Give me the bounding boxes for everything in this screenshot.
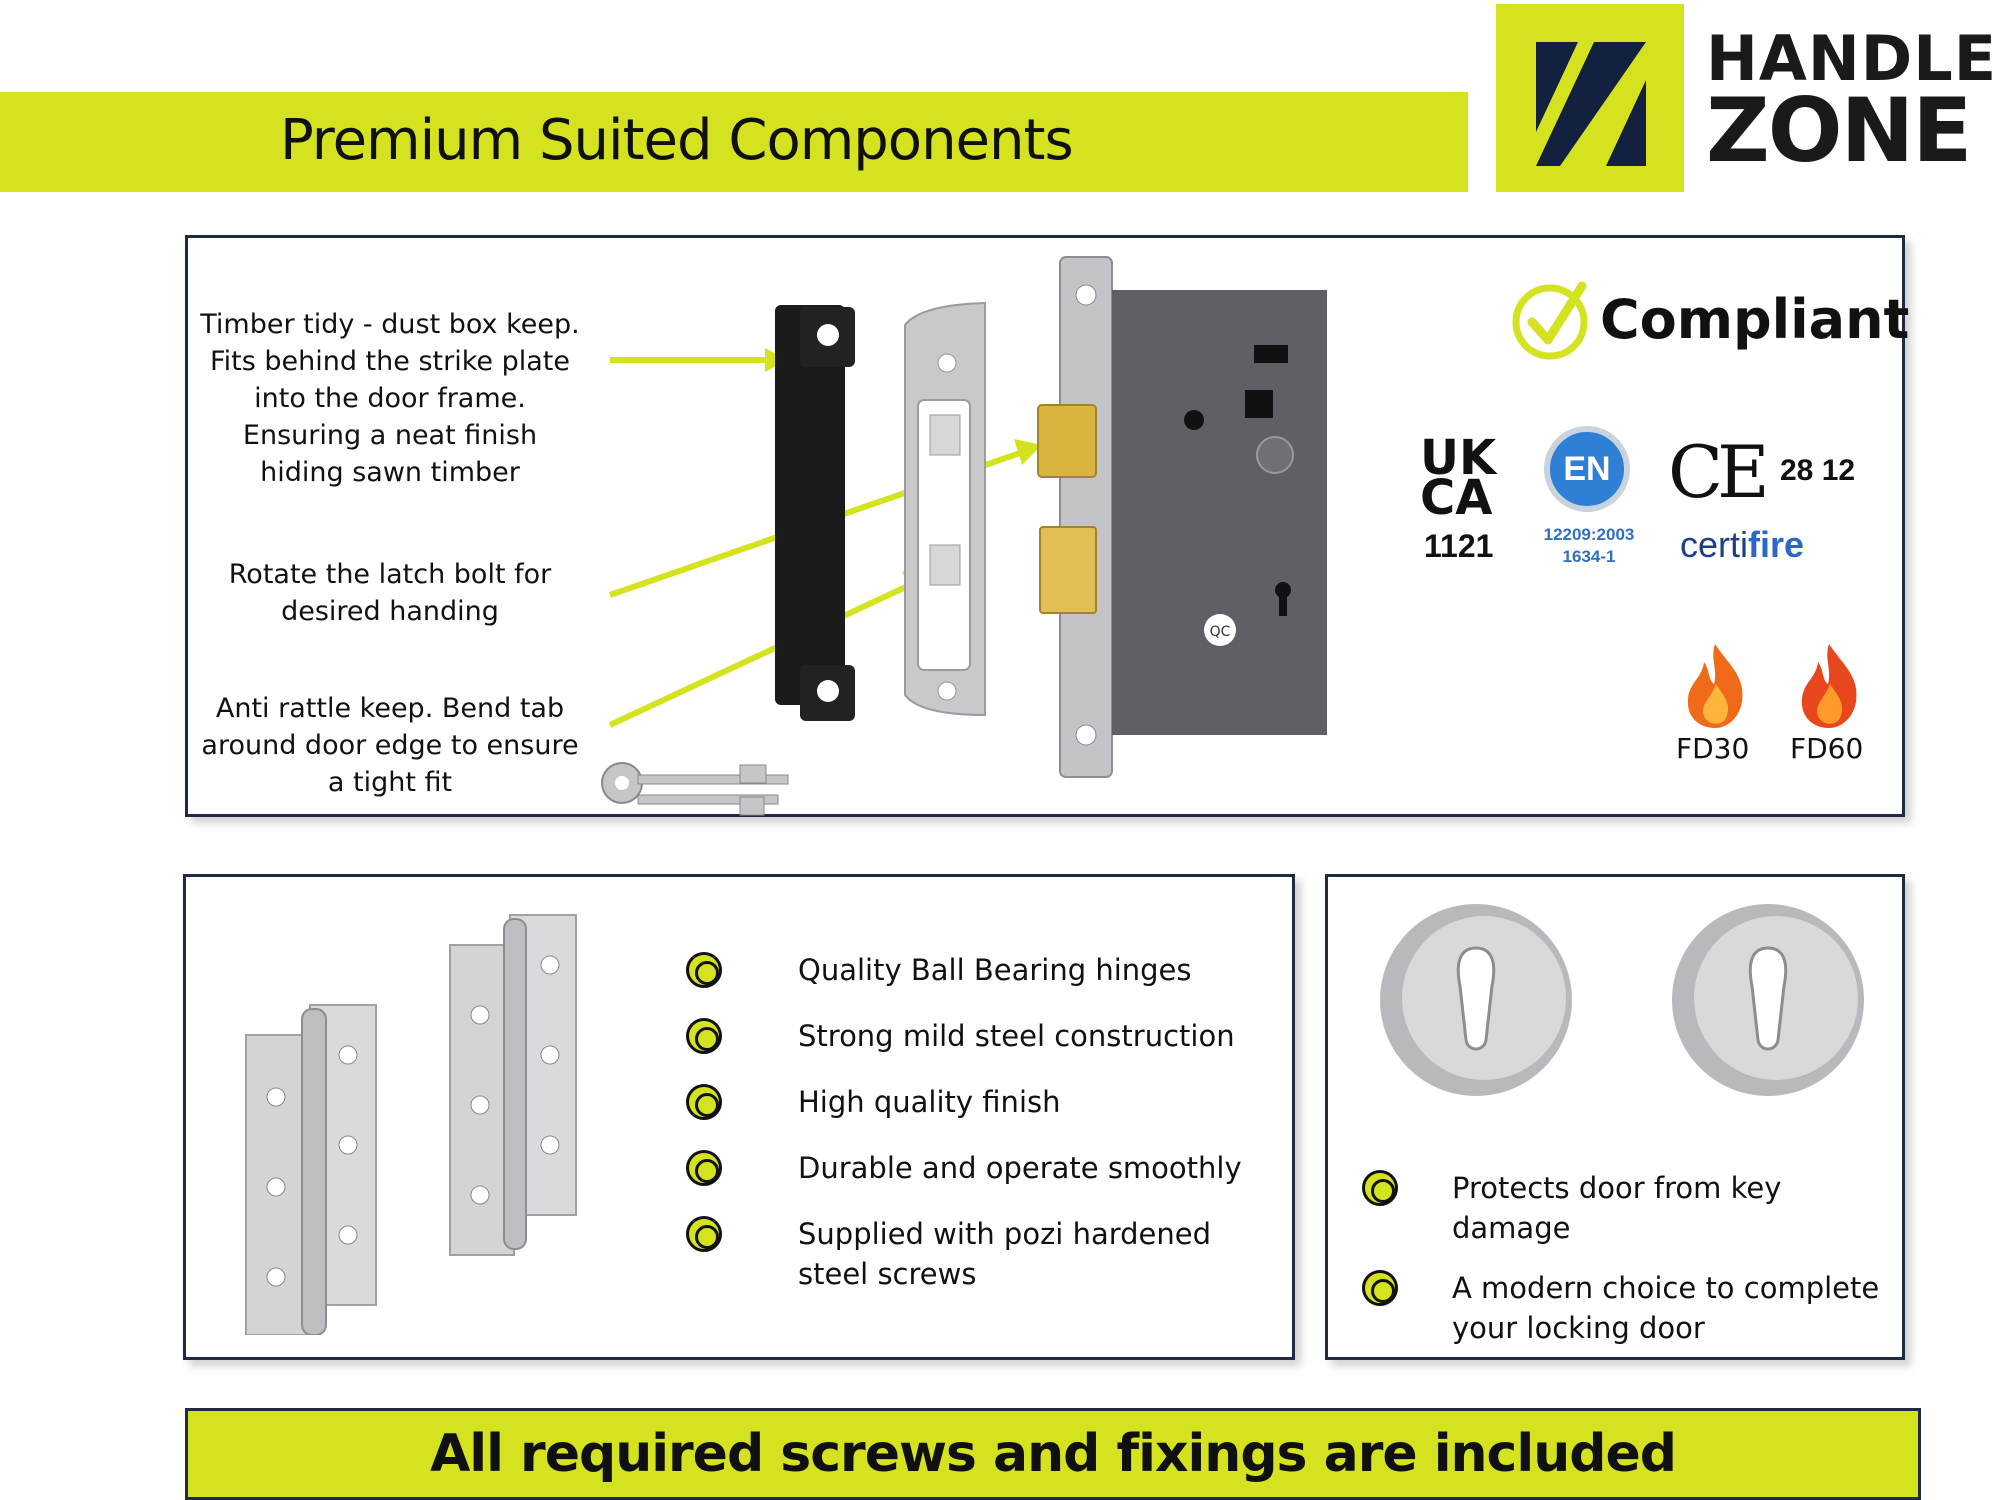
footer-text: All required screws and fixings are incl… <box>430 1424 1677 1484</box>
escutcheon-bullet-list: Protects door from key damage A modern c… <box>1362 1168 1902 1368</box>
bullet-ring-icon <box>1362 1270 1398 1306</box>
page-title: Premium Suited Components <box>280 108 1074 173</box>
en-standards: 12209:2003 1634-1 <box>1530 524 1648 568</box>
bullet-text: Supplied with pozi hardened steel screws <box>798 1217 1212 1291</box>
list-item: Supplied with pozi hardened steel screws <box>686 1214 1286 1294</box>
list-item: Strong mild steel construction <box>686 1016 1286 1056</box>
bullet-ring-icon <box>686 1084 722 1120</box>
logo-mark <box>1496 4 1684 192</box>
bullet-text: High quality finish <box>798 1085 1061 1119</box>
certifire-logo: certifire <box>1680 524 1804 566</box>
en-standard-1: 12209:2003 <box>1543 525 1635 544</box>
certifire-suffix: fire <box>1748 524 1805 565</box>
ce-number: 28 12 <box>1780 454 1856 487</box>
certifire-prefix: certi <box>1680 524 1749 565</box>
keys-illustration <box>601 762 789 816</box>
callout-dust-box: Timber tidy - dust box keep. Fits behind… <box>200 309 580 488</box>
ukca-mark: UK CA <box>1420 430 1497 526</box>
en-standard-2: 1634-1 <box>1562 547 1616 566</box>
callout-latch-bolt: Rotate the latch bolt for desired handin… <box>228 559 552 627</box>
list-item: A modern choice to complete your locking… <box>1362 1268 1902 1348</box>
flame-icon <box>1687 644 1743 728</box>
sashlock-illustration: QC <box>601 256 1327 816</box>
list-item: High quality finish <box>686 1082 1286 1122</box>
bullet-text: Protects door from key damage <box>1452 1171 1782 1245</box>
ukca-number: 1121 <box>1424 528 1494 564</box>
fire-rating-fd30: FD30 <box>1676 732 1750 765</box>
arrow-icon <box>610 348 788 372</box>
bullet-ring-icon <box>686 1150 722 1186</box>
bullet-ring-icon <box>686 1018 722 1054</box>
bullet-text: Strong mild steel construction <box>798 1019 1235 1053</box>
bullet-text: A modern choice to complete your locking… <box>1452 1271 1880 1345</box>
escutcheon-right <box>1672 904 1864 1096</box>
callout-anti-rattle: Anti rattle keep. Bend tab around door e… <box>201 693 579 798</box>
ce-mark: CE <box>1668 430 1770 514</box>
list-item: Durable and operate smoothly <box>686 1148 1286 1188</box>
bullet-text: Quality Ball Bearing hinges <box>798 953 1192 987</box>
logo-wordmark: HANDLE ZONE <box>1706 22 1998 182</box>
logo-z-icon <box>1536 42 1646 166</box>
hinges-illustration <box>245 914 577 1335</box>
svg-text:QC: QC <box>1210 624 1231 640</box>
title-bar <box>0 92 1468 192</box>
bullet-ring-icon <box>686 952 722 988</box>
bullet-text: Durable and operate smoothly <box>798 1151 1242 1185</box>
bullet-ring-icon <box>1362 1170 1398 1206</box>
fire-rating-fd60: FD60 <box>1790 732 1864 765</box>
arrow-icon <box>608 571 930 728</box>
logo-line-1: HANDLE <box>1706 22 1998 95</box>
check-icon <box>1512 281 1588 360</box>
flame-icon <box>1801 644 1857 728</box>
list-item: Protects door from key damage <box>1362 1168 1902 1248</box>
compliant-label: Compliant <box>1600 288 1910 351</box>
hinge-bullet-list: Quality Ball Bearing hinges Strong mild … <box>686 950 1286 1320</box>
escutcheons-illustration <box>1380 904 1864 1096</box>
logo-line-2: ZONE <box>1706 78 1972 182</box>
bullet-ring-icon <box>686 1216 722 1252</box>
en-badge: EN <box>1544 426 1630 512</box>
list-item: Quality Ball Bearing hinges <box>686 950 1286 990</box>
footer-bar: All required screws and fixings are incl… <box>185 1408 1921 1500</box>
escutcheon-left <box>1380 904 1572 1096</box>
